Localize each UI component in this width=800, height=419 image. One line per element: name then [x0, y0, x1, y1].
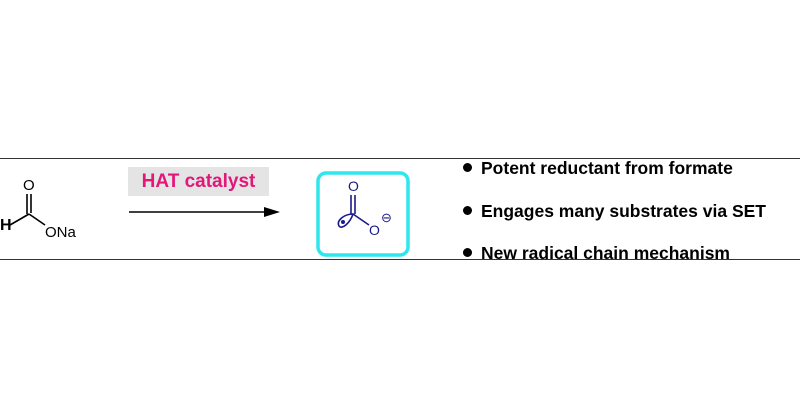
ona-label: ONa [45, 224, 76, 241]
radical-dot [341, 220, 345, 224]
product-o-minus-label: O [369, 222, 380, 238]
product-o-label: O [348, 178, 359, 194]
bullet-text: Engages many substrates via SET [481, 201, 766, 221]
o-atom-label: O [23, 177, 35, 194]
product-box [316, 171, 410, 257]
hat-catalyst-label: HAT catalyst [128, 167, 269, 196]
bullet-item: Potent reductant from formate [463, 158, 733, 179]
bullet-item: New radical chain mechanism [463, 243, 730, 264]
bullet-dot-icon [463, 163, 472, 172]
reaction-arrow [129, 207, 280, 217]
negative-charge-icon: ⊖ [381, 210, 392, 225]
radical-lobe [337, 213, 355, 228]
co2-radical-anion-structure [337, 195, 370, 228]
banner-frame [0, 158, 800, 260]
h-atom-label: H [0, 217, 12, 234]
product-c-o-single [352, 213, 370, 226]
bullet-text: New radical chain mechanism [481, 243, 730, 263]
c-h-bond [9, 213, 30, 226]
bullet-item: Engages many substrates via SET [463, 201, 766, 222]
bullet-dot-icon [463, 206, 472, 215]
bullet-dot-icon [463, 248, 472, 257]
bullet-text: Potent reductant from formate [481, 158, 733, 178]
c-o-single-bond [28, 213, 46, 226]
formate-structure [9, 194, 46, 226]
